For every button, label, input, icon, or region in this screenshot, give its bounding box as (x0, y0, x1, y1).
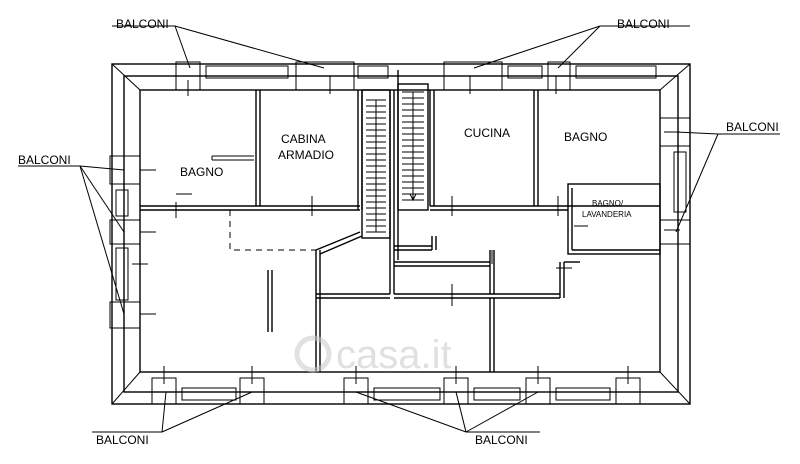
balconi-label-top-right: BALCONI (617, 17, 670, 31)
room-label-bagno-lav-2: LAVANDERIA (582, 210, 632, 219)
room-label-bagno-left: BAGNO (180, 165, 223, 179)
interior-walls (140, 70, 661, 372)
watermark-text: casa.it (336, 333, 452, 377)
room-label-cucina: CUCINA (464, 126, 510, 140)
bottom-openings (151, 377, 641, 405)
balconi-label-bottom-left: BALCONI (96, 433, 149, 447)
balconi-label-bottom-right: BALCONI (475, 433, 528, 447)
right-openings (659, 117, 691, 245)
watermark: casa.it (294, 333, 452, 377)
room-label-bagno-lav-1: BAGNO/ (592, 199, 624, 208)
balconi-label-left: BALCONI (18, 153, 71, 167)
top-openings (175, 61, 657, 91)
stair-treads (366, 91, 424, 233)
balconi-label-top-left: BALCONI (116, 17, 169, 31)
room-label-armadio: ARMADIO (278, 148, 334, 162)
room-label-bagno-right: BAGNO (564, 130, 607, 144)
left-openings (109, 155, 141, 329)
door-ticks (132, 76, 680, 384)
balconi-label-right: BALCONI (726, 120, 779, 134)
leader-lines (18, 25, 780, 433)
room-label-cabina: CABINA (281, 132, 326, 146)
